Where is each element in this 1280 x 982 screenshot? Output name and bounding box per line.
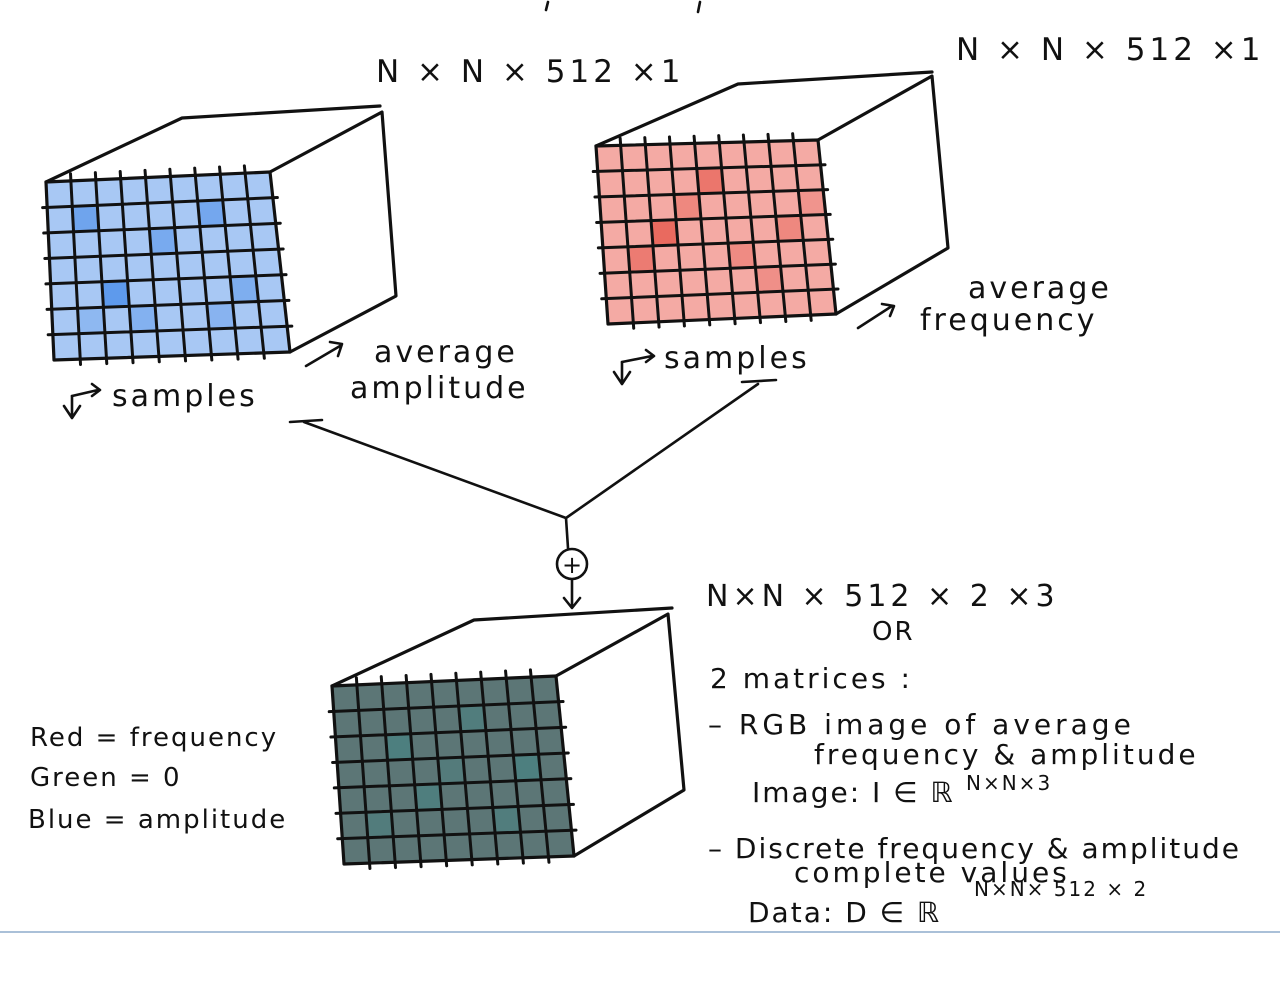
grid-line-horizontal: [334, 802, 575, 815]
face-cell: [696, 167, 724, 194]
face-cell: [230, 275, 259, 303]
face-cell: [77, 307, 105, 334]
amplitude-dims-label: N × N × 512 ×1: [376, 54, 684, 90]
amplitude-samples-label: samples: [112, 379, 258, 414]
amplitude-top-edge: [44, 104, 382, 184]
legend-red: Red = frequency: [30, 723, 278, 753]
combined-cube: [327, 606, 686, 870]
grid-line-horizontal: [336, 828, 578, 841]
notes-item1-line1: – RGB image of average: [708, 708, 1135, 741]
amplitude-face-cells: [72, 199, 259, 334]
frequency-axis-label-line2: frequency: [920, 303, 1097, 338]
face-cell: [365, 811, 394, 838]
grid-line-horizontal: [332, 777, 573, 790]
frequency-samples-arrow: [612, 348, 656, 386]
bottom-divider: [0, 931, 1280, 933]
frequency-face-cells: [627, 167, 826, 293]
amplitude-axis-label-line1: average: [374, 335, 518, 370]
face-cell: [513, 754, 542, 781]
face-cell: [437, 757, 466, 784]
face-cell: [755, 266, 783, 293]
merge-line-right: [564, 378, 778, 520]
grid-line-horizontal: [593, 188, 830, 199]
grid-line-horizontal: [596, 237, 835, 250]
grid-line-horizontal: [42, 221, 282, 235]
combined-dims-label: N×N × 512 × 2 ×3: [706, 579, 1059, 614]
frequency-samples-label: samples: [664, 341, 810, 376]
face-cell: [414, 783, 443, 811]
grid-line-horizontal: [44, 273, 288, 286]
frequency-axis-arrow: [856, 302, 896, 330]
grid-line-horizontal: [327, 700, 565, 714]
amplitude-axis-label-line2: amplitude: [350, 371, 529, 406]
grid-line-horizontal: [600, 287, 840, 301]
notes-item2-line2: complete values: [794, 856, 1070, 889]
grid-line-horizontal: [329, 725, 568, 739]
merge-line-left: [288, 418, 568, 520]
combined-top-edge: [330, 606, 674, 688]
grid-line-horizontal: [598, 262, 837, 275]
frequency-axis-label-line1: average: [968, 271, 1112, 306]
face-cell: [385, 733, 413, 761]
amplitude-side-edge: [268, 110, 398, 354]
legend-blue: Blue = amplitude: [28, 805, 287, 835]
face-cell: [458, 704, 486, 732]
frequency-side-edge: [816, 74, 950, 316]
amplitude-grid: [41, 164, 294, 366]
frequency-grid: [591, 132, 840, 330]
face-cell: [627, 245, 655, 273]
notes-two-matrices: 2 matrices :: [710, 662, 913, 695]
face-cell: [197, 199, 226, 227]
face-cell: [72, 205, 99, 232]
notes-or: OR: [872, 617, 915, 647]
amplitude-axis-arrow: [304, 340, 344, 368]
notes-image-formula: Image: I ∈ ℝ: [752, 776, 955, 809]
grid-line-horizontal: [331, 751, 570, 764]
face-cell: [492, 806, 521, 834]
frequency-top-edge: [594, 70, 934, 148]
face-cell: [149, 227, 177, 255]
frequency-cube: [591, 70, 950, 330]
face-cell: [651, 219, 678, 246]
combined-face-cells: [365, 704, 542, 838]
grid-line-horizontal: [591, 163, 827, 174]
notes-image-exponent: N×N×3: [966, 771, 1052, 795]
face-cell: [728, 242, 756, 269]
face-cell: [775, 215, 804, 242]
title-fragment: [544, 0, 702, 14]
face-cell: [674, 193, 701, 220]
face-cell: [101, 280, 130, 308]
frequency-dims-label: N × N × 512 ×1: [956, 32, 1264, 68]
notes-item1-line2: frequency & amplitude: [814, 738, 1199, 771]
combine-symbol: +: [562, 551, 582, 579]
grid-line-horizontal: [41, 196, 279, 210]
combined-side-edge: [554, 612, 686, 858]
amplitude-face: [46, 172, 290, 360]
notes-data-formula: Data: D ∈ ℝ: [748, 896, 941, 929]
grid-line-horizontal: [45, 298, 291, 311]
face-cell: [206, 302, 236, 330]
merge-stem: [564, 516, 570, 550]
combine-arrow: [562, 578, 582, 610]
grid-line-horizontal: [43, 247, 285, 260]
face-cell: [129, 305, 157, 332]
notes-data-exponent: N×N× 512 × 2: [974, 877, 1148, 901]
grid-line-horizontal: [46, 324, 294, 337]
amplitude-cube: [41, 104, 398, 366]
notes-item2-line1: – Discrete frequency & amplitude: [708, 832, 1241, 865]
combined-grid: [327, 668, 578, 870]
legend-green: Green = 0: [30, 763, 182, 793]
grid-line-horizontal: [595, 212, 832, 224]
amplitude-samples-arrow: [62, 382, 102, 420]
face-cell: [798, 189, 826, 216]
